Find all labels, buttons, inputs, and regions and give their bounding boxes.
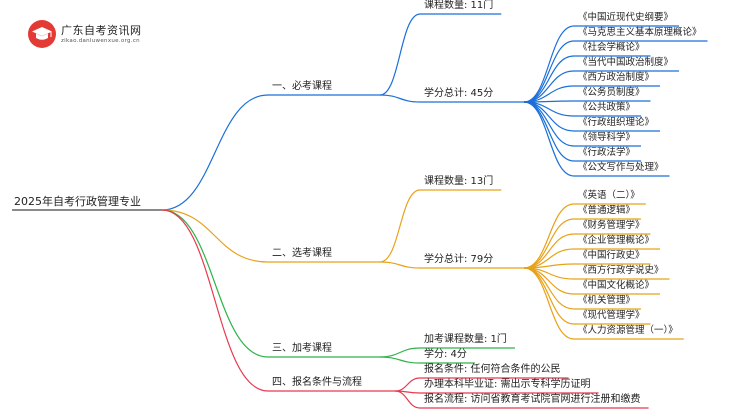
site-name: 广东自考资讯网 (61, 24, 142, 37)
required-course-3: 《当代中国政治制度》 (578, 57, 674, 68)
edge-required-leaf-0 (523, 25, 575, 103)
edge-elective-leaf-2 (523, 233, 575, 269)
elective-course-2: 《财务管理学》 (578, 220, 645, 231)
elective-course-3: 《企业管理概论》 (578, 235, 655, 246)
edge-root-elective (161, 209, 269, 263)
edge-elective-item-0 (379, 189, 421, 263)
elective-course-4: 《中国行政史》 (578, 250, 645, 261)
elective-course-9: 《人力资源管理（一）》 (578, 325, 678, 336)
branch-extra: 三、加考课程 (272, 343, 332, 354)
graduation-cap-icon (28, 20, 56, 48)
required-course-0: 《中国近现代史纲要》 (578, 12, 674, 23)
elective-item-0: 课程数量: 13门 (424, 176, 494, 187)
branch-process: 四、报名条件与流程 (272, 377, 362, 388)
elective-course-7: 《机关管理》 (578, 295, 636, 306)
required-course-5: 《公务员制度》 (578, 87, 645, 98)
edge-elective-leaf-8 (523, 267, 575, 325)
edge-required-item-0 (379, 13, 421, 96)
elective-course-8: 《现代管理学》 (578, 310, 645, 321)
edge-required-leaf-7 (523, 101, 575, 132)
required-course-9: 《行政法学》 (578, 147, 636, 158)
extra-item-0: 加考课程数量: 1门 (424, 334, 507, 345)
elective-course-1: 《普通逻辑》 (578, 205, 636, 216)
required-item-0: 课程数量: 11门 (424, 0, 494, 11)
edge-process-item-0 (394, 377, 421, 392)
branch-required: 一、必考课程 (272, 81, 332, 92)
required-course-10: 《公文写作与处理》 (578, 162, 664, 173)
edge-elective-leaf-9 (523, 267, 575, 340)
process-item-2: 报名流程: 访问省教育考试院官网进行注册和缴费 (424, 394, 641, 405)
process-item-1: 办理本科毕业证: 需出示专科学历证明 (424, 379, 591, 390)
required-course-6: 《公共政策》 (578, 102, 636, 113)
process-item-0: 报名条件: 任何符合条件的公民 (424, 364, 561, 375)
root-topic: 2025年自考行政管理专业 (14, 195, 141, 208)
required-item-1: 学分总计: 45分 (424, 88, 494, 99)
required-course-8: 《领导科学》 (578, 132, 636, 143)
edge-root-extra (161, 209, 269, 358)
elective-course-0: 《英语（二）》 (578, 190, 640, 201)
extra-item-1: 学分: 4分 (424, 349, 467, 360)
edge-root-required (161, 94, 269, 211)
edge-required-leaf-10 (523, 101, 575, 177)
edge-extra-item-0 (379, 347, 421, 358)
elective-course-6: 《中国文化概论》 (578, 280, 655, 291)
edge-root-process (161, 209, 269, 392)
site-domain: zikao.danluwenxue.org.cn (61, 38, 140, 44)
edge-extra-item-1 (379, 356, 421, 364)
edge-elective-leaf-6 (523, 267, 575, 295)
elective-course-5: 《西方行政学说史》 (578, 265, 664, 276)
edge-elective-item-1 (379, 261, 421, 269)
edge-required-item-1 (379, 94, 421, 103)
required-course-4: 《西方政治制度》 (578, 72, 655, 83)
site-logo: 广东自考资讯网 zikao.danluwenxue.org.cn (28, 20, 148, 50)
required-course-1: 《马克思主义基本原理概论》 (578, 27, 702, 38)
required-course-2: 《社会学概论》 (578, 42, 645, 53)
edge-required-leaf-9 (523, 101, 575, 162)
edge-elective-leaf-1 (523, 218, 575, 269)
edge-process-item-2 (394, 390, 421, 409)
elective-item-1: 学分总计: 79分 (424, 254, 494, 265)
branch-elective: 二、选考课程 (272, 248, 332, 259)
required-course-7: 《行政组织理论》 (578, 117, 655, 128)
